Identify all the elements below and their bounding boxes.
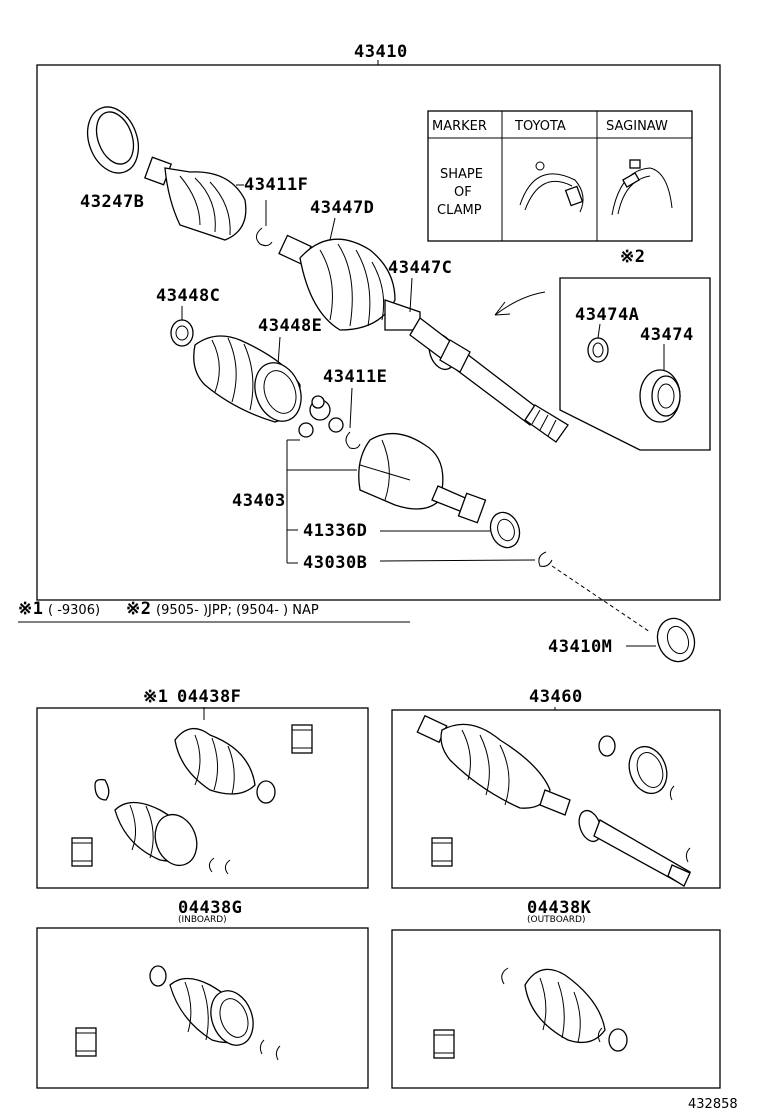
label-43460: 43460: [529, 687, 583, 707]
diagram-id: 432858: [688, 1097, 738, 1112]
kit-43460-parts: [416, 714, 691, 887]
kit-04438K-parts: [433, 967, 628, 1059]
main-assembly-frame: [36, 64, 721, 601]
row-label-shape: SHAPE: [440, 167, 483, 182]
label-43447D: 43447D: [310, 198, 374, 218]
kit-note1-mark: ※1: [143, 687, 168, 707]
label-41336D: 41336D: [303, 521, 367, 541]
kit-04438G-frame: [36, 927, 369, 1089]
row-label-clamp: CLAMP: [437, 203, 482, 218]
label-43403: 43403: [232, 491, 286, 511]
label-43474A: 43474A: [575, 305, 639, 325]
main-part-number: 43410: [354, 42, 408, 62]
saginaw-clamp-shape: [611, 167, 673, 216]
part-tripod-joint: [298, 395, 344, 438]
part-43474A-clamp: [587, 337, 609, 363]
footnote-note2-mark: ※2: [126, 599, 151, 619]
dashed-leader: [551, 565, 651, 633]
part-43448E-boot: [193, 335, 302, 423]
drive-shaft-assembly: [278, 234, 569, 443]
outer-joint-housing: [144, 156, 247, 241]
label-43410M: 43410M: [548, 637, 612, 657]
label-04438K: 04438K: [527, 898, 592, 918]
part-43030B-snap-ring: [538, 551, 553, 567]
part-43247B-seal: [86, 106, 140, 174]
label-43474: 43474: [640, 325, 694, 345]
kit-04438F-parts: [71, 724, 313, 875]
label-43447C: 43447C: [388, 258, 452, 278]
footnote-note1-mark: ※1: [18, 599, 43, 619]
label-04438G: 04438G: [178, 898, 242, 918]
clamp-inset-box: [559, 277, 711, 451]
part-43411F-snap-ring: [256, 227, 273, 247]
kit-04438G-parts: [75, 965, 281, 1061]
footnote-note1-text: ( -9306): [48, 603, 100, 618]
part-43411E-snap-ring: [345, 431, 361, 449]
kit-43460-frame: [391, 709, 721, 889]
part-41336D-oil-seal: [489, 511, 521, 549]
footnote-note2-text: (9505- )JPP; (9504- ) NAP: [156, 603, 319, 618]
toyota-header: TOYOTA: [514, 119, 566, 134]
kit-04438F-frame: [36, 707, 369, 889]
note2-mark: ※2: [620, 247, 645, 267]
row-label-of: OF: [454, 185, 472, 200]
label-43411E: 43411E: [323, 367, 387, 387]
label-04438G-sub: (INBOARD): [178, 915, 227, 925]
label-04438K-sub: (OUTBOARD): [527, 915, 585, 925]
label-43030B: 43030B: [303, 553, 367, 573]
part-43448C-clamp: [170, 319, 194, 347]
label-04438F: 04438F: [177, 687, 241, 707]
label-43448E: 43448E: [258, 316, 322, 336]
part-43403-inner-joint: [358, 433, 487, 524]
part-43410M-seal: [656, 617, 696, 663]
saginaw-header: SAGINAW: [606, 119, 668, 134]
label-43448C: 43448C: [156, 286, 220, 306]
label-43247B: 43247B: [80, 192, 144, 212]
toyota-clamp-shape: [519, 173, 584, 213]
direction-arrow: [494, 291, 546, 316]
marker-header: MARKER: [432, 119, 487, 134]
marker-table: MARKER TOYOTA SAGINAW SHAPE OF CLAMP: [427, 110, 693, 242]
kit-04438K-frame: [391, 929, 721, 1089]
part-43474-bearing: [639, 369, 681, 423]
label-43411F: 43411F: [244, 175, 308, 195]
